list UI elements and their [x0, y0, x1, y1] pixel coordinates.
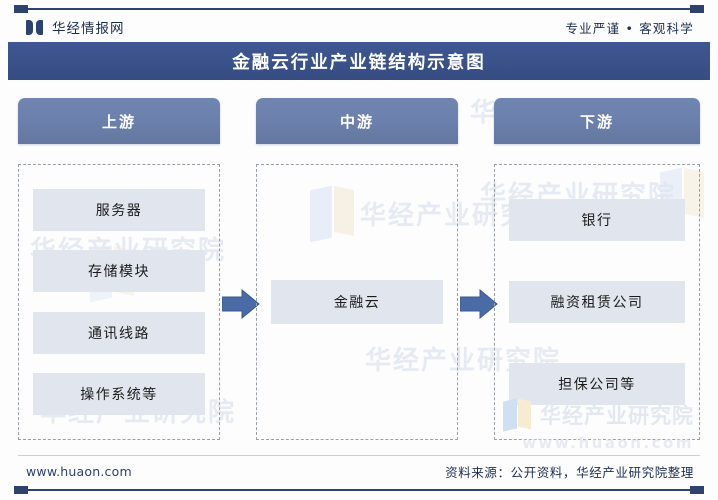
chain-item-label: 银行 — [581, 213, 613, 229]
chain-item-label: 融资租赁公司 — [550, 295, 644, 311]
footer-source-note: 资料来源：公开资料，华经产业研究院整理 — [445, 464, 694, 480]
chain-item[interactable]: 通讯线路 — [33, 311, 205, 354]
brand: 华经情报网 — [26, 17, 125, 37]
book-open-icon — [26, 19, 43, 35]
chain-item-label: 存储模块 — [88, 264, 150, 281]
stage-label: 上游 — [101, 112, 136, 131]
footer-divider — [18, 455, 700, 456]
chain-item[interactable]: 融资租赁公司 — [509, 281, 685, 323]
brand-name: 华经情报网 — [52, 21, 125, 37]
stage-header-midstream: 中游 — [256, 98, 458, 144]
chain-item[interactable]: 服务器 — [33, 188, 205, 231]
stage-body-midstream: 金融云 — [256, 164, 458, 440]
chain-item[interactable]: 存储模块 — [33, 250, 205, 293]
stage-downstream: 下游 银行 融资租赁公司 担保公司等 — [494, 98, 700, 440]
top-accent-rule — [14, 5, 704, 13]
chain-item-label: 担保公司等 — [558, 377, 636, 393]
arrow-midstream-to-downstream-icon — [460, 289, 498, 319]
stage-midstream: 中游 金融云 — [256, 98, 458, 440]
chain-item-label: 操作系统等 — [80, 387, 158, 404]
page-footer: www.huaon.com 资料来源：公开资料，华经产业研究院整理 — [0, 458, 718, 484]
chain-item-label: 通讯线路 — [88, 325, 150, 342]
chain-item[interactable]: 担保公司等 — [509, 363, 685, 405]
header-tagline: 专业严谨 • 客观科学 — [565, 20, 694, 36]
stage-header-downstream: 下游 — [494, 98, 700, 144]
title-band: 金融云行业产业链结构示意图 — [8, 42, 710, 80]
chain-item-label: 金融云 — [333, 295, 381, 311]
chain-item[interactable]: 金融云 — [271, 280, 443, 324]
page-header: 华经情报网 专业严谨 • 客观科学 — [0, 12, 718, 42]
stage-body-upstream: 服务器 存储模块 通讯线路 操作系统等 — [18, 164, 220, 440]
page-title: 金融云行业产业链结构示意图 — [232, 52, 486, 73]
chain-item-label: 服务器 — [95, 202, 143, 219]
chain-item[interactable]: 操作系统等 — [33, 373, 205, 416]
stage-label: 下游 — [579, 112, 614, 131]
footer-site-url[interactable]: www.huaon.com — [26, 463, 132, 479]
arrow-upstream-to-midstream-icon — [222, 289, 260, 319]
stage-label: 中游 — [339, 112, 374, 131]
chain-item[interactable]: 银行 — [509, 199, 685, 241]
stage-header-upstream: 上游 — [18, 98, 220, 144]
bottom-accent-rule — [14, 486, 704, 494]
stage-upstream: 上游 服务器 存储模块 通讯线路 操作系统等 — [18, 98, 220, 440]
stage-body-downstream: 银行 融资租赁公司 担保公司等 — [494, 164, 700, 440]
